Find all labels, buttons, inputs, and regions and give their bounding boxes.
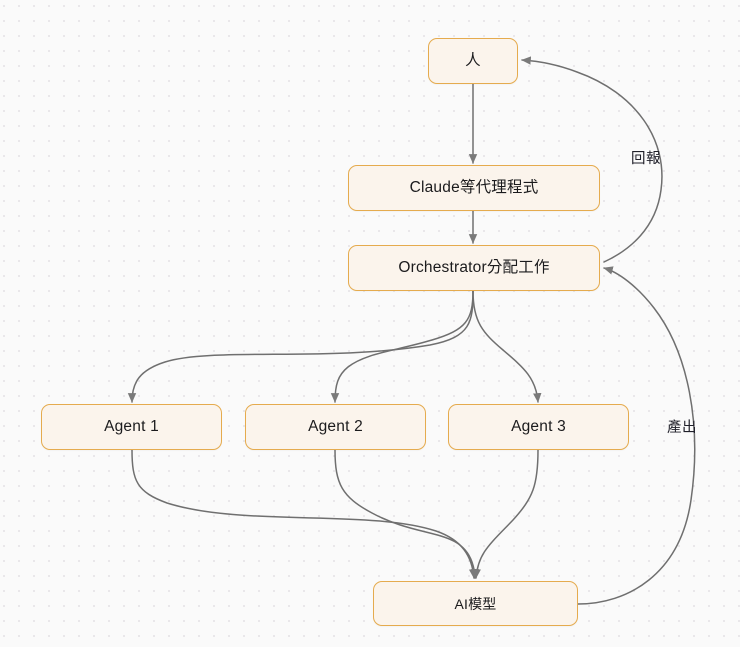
edge-orchestrator-to-agent-3 <box>472 290 542 403</box>
node-ai-model-label: AI模型 <box>454 595 497 612</box>
node-orchestrator-label: Orchestrator分配工作 <box>398 259 550 277</box>
edge-agent-3-to-ai-model <box>472 449 539 579</box>
edge-orchestrator-to-agent-2 <box>330 290 474 403</box>
node-agent-2[interactable]: Agent 2 <box>245 404 426 450</box>
node-agent-program-label: Claude等代理程式 <box>409 179 539 197</box>
node-agent-2-label: Agent 2 <box>308 418 363 436</box>
node-agent-1-label: Agent 1 <box>104 418 159 436</box>
edge-label-output: 產出 <box>667 420 697 436</box>
edge-agent-1-to-ai-model <box>131 449 478 579</box>
edge-agent-2-to-ai-model <box>334 449 480 579</box>
node-human-label: 人 <box>465 52 481 70</box>
node-orchestrator[interactable]: Orchestrator分配工作 <box>348 245 600 291</box>
node-ai-model[interactable]: AI模型 <box>373 581 578 626</box>
edge-orchestrator-to-agent-1 <box>127 290 474 403</box>
node-agent-1[interactable]: Agent 1 <box>41 404 222 450</box>
node-agent-program[interactable]: Claude等代理程式 <box>348 165 600 211</box>
node-human[interactable]: 人 <box>428 38 518 84</box>
node-agent-3-label: Agent 3 <box>511 418 566 436</box>
node-agent-3[interactable]: Agent 3 <box>448 404 629 450</box>
edge-label-report-back: 回報 <box>631 151 661 167</box>
